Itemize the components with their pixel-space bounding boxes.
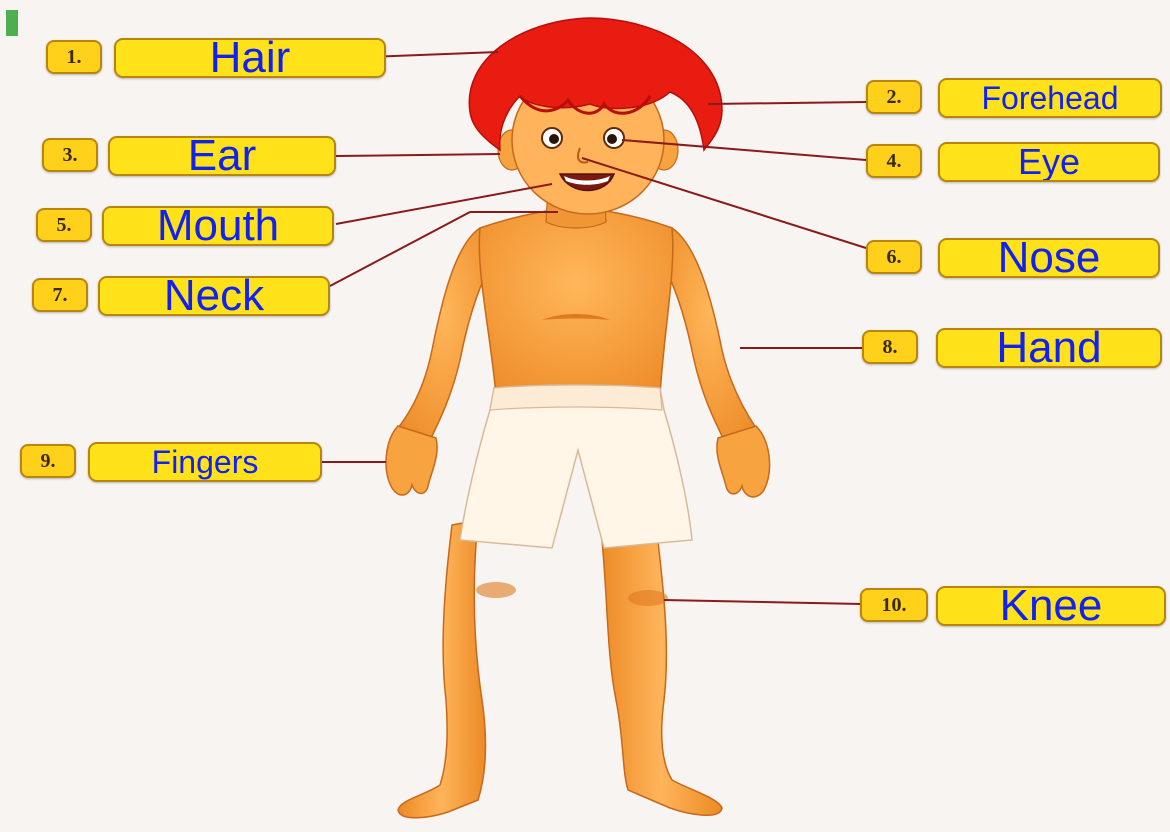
right-pupil — [607, 134, 617, 144]
label-number: 10. — [860, 588, 928, 622]
torso — [479, 208, 673, 395]
label-number: 5. — [36, 208, 92, 242]
label-text: Forehead — [938, 78, 1162, 118]
label-text: Knee — [936, 586, 1166, 626]
label-number: 3. — [42, 138, 98, 172]
right-knee-shade — [628, 590, 668, 606]
label-number: 2. — [866, 80, 922, 114]
label-number: 9. — [20, 444, 76, 478]
shorts-waistband — [490, 385, 662, 410]
head — [469, 18, 722, 214]
label-number: 8. — [862, 330, 918, 364]
right-arm — [666, 228, 756, 440]
label-number: 7. — [32, 278, 88, 312]
label-number: 1. — [46, 40, 102, 74]
left-arm — [398, 228, 488, 440]
label-text: Eye — [938, 142, 1160, 182]
right-leg — [600, 520, 722, 815]
left-knee-shade — [476, 582, 516, 598]
label-number: 4. — [866, 144, 922, 178]
label-text: Hair — [114, 38, 386, 78]
left-leg — [398, 520, 485, 818]
label-text: Mouth — [102, 206, 334, 246]
label-text: Ear — [108, 136, 336, 176]
left-pupil — [549, 134, 559, 144]
label-text: Fingers — [88, 442, 322, 482]
left-hand — [386, 426, 437, 495]
label-number: 6. — [866, 240, 922, 274]
legs — [398, 520, 722, 818]
label-text: Neck — [98, 276, 330, 316]
label-text: Nose — [938, 238, 1160, 278]
label-text: Hand — [936, 328, 1162, 368]
right-hand — [717, 426, 770, 497]
